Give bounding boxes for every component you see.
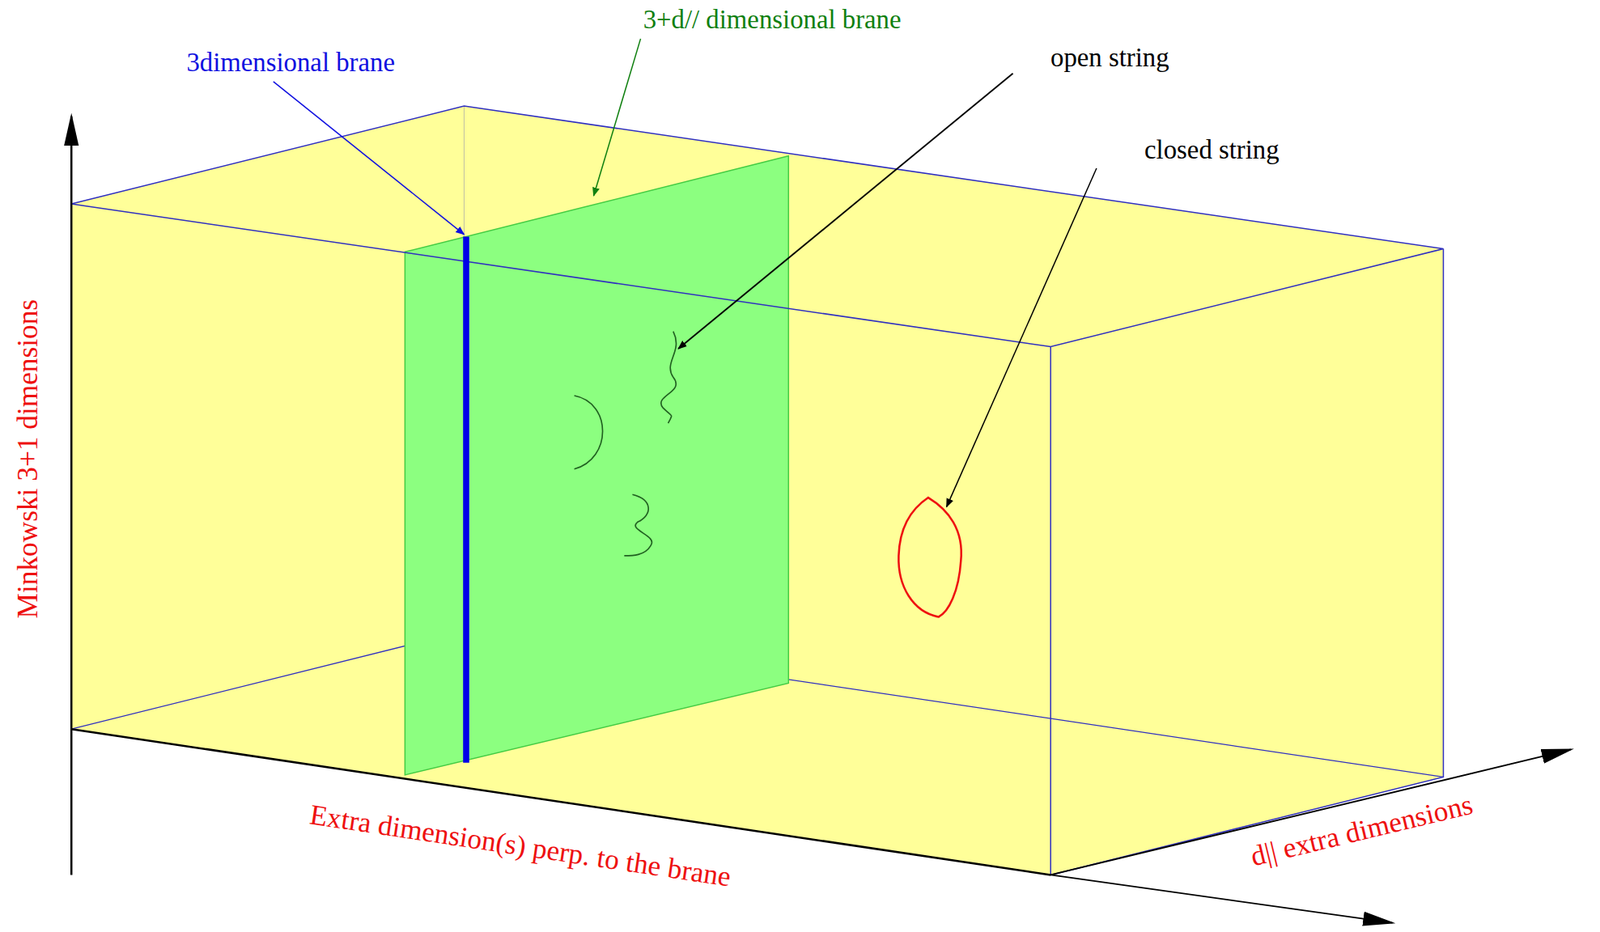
axis: [1050, 874, 1393, 923]
callout-label: closed string: [1144, 136, 1280, 166]
leader-line: [594, 38, 641, 196]
brane-label: 3dimensional brane: [186, 48, 395, 78]
green-brane: [404, 156, 789, 776]
box-edge: [71, 106, 1443, 347]
box-edge: [1050, 249, 1443, 876]
axis-label: Minkowski 3+1 dimensions: [12, 299, 45, 619]
brane-label: 3+d// dimensional brane: [643, 5, 902, 35]
box-edge: [1049, 347, 1052, 876]
callout-label: open string: [1050, 43, 1170, 73]
open-string: [661, 331, 677, 424]
open-string: [623, 494, 652, 556]
leader-line: [946, 168, 1097, 507]
closed-string: [898, 497, 961, 617]
bulk-box: [71, 106, 1443, 875]
axis: [1050, 749, 1571, 875]
axis: [70, 116, 73, 876]
leader-line: [273, 81, 465, 235]
open-string: [574, 395, 603, 470]
blue-brane: [462, 236, 470, 763]
leader-line: [678, 73, 1013, 349]
